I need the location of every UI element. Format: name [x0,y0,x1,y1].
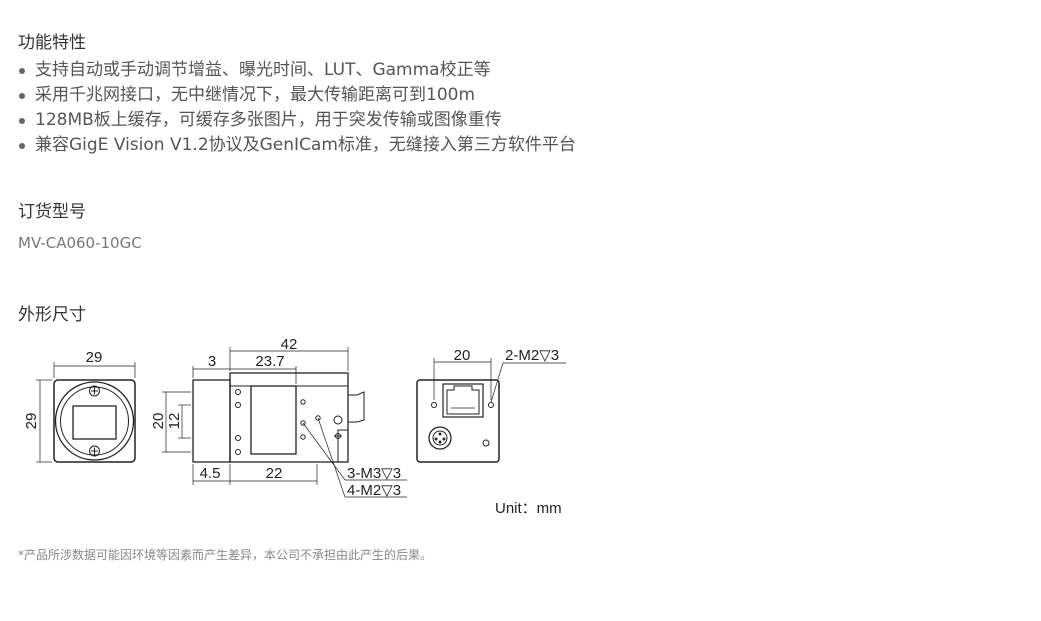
back-width-label: 20 [454,347,471,364]
footnote: *产品所涉数据可能因环境等因素而产生差异，本公司不承担由此产生的后果。 [18,548,433,562]
thread-label-2: 4-M2▽3 [347,482,401,499]
side-bottom-b-label: 22 [266,465,283,482]
thread-label-1: 3-M3▽3 [347,465,401,482]
front-height-label: 29 [23,413,40,430]
front-width-label: 29 [86,349,103,366]
side-total-label: 42 [281,336,298,353]
back-thread-label: 2-M2▽3 [505,347,559,364]
side-hole-v2-label: 12 [166,413,183,430]
list-item: 支持自动或手动调节增益、曝光时间、LUT、Gamma校正等 [18,58,576,83]
dimensions-heading: 外形尺寸 [18,305,86,325]
list-item: 采用千兆网接口，无中继情况下，最大传输距离可到100m [18,83,576,108]
back-view [416,358,566,463]
side-view [162,347,407,498]
order-heading: 订货型号 [18,202,86,222]
unit-label: Unit：mm [495,500,562,517]
list-item: 兼容GigE Vision V1.2协议及GenICam标准，无缝接入第三方软件… [18,133,576,158]
features-heading: 功能特性 [18,33,86,53]
side-front-len-label: 3 [208,353,216,370]
list-item: 128MB板上缓存，可缓存多张图片，用于突发传输或图像重传 [18,108,576,133]
model-number: MV-CA060-10GC [18,234,142,252]
side-bottom-a-label: 4.5 [200,465,221,482]
side-body-len-label: 23.7 [255,353,284,370]
feature-list: 支持自动或手动调节增益、曝光时间、LUT、Gamma校正等 采用千兆网接口，无中… [18,58,576,158]
dimension-drawing: 29 29 42 3 23.7 20 12 4.5 22 3-M3▽3 4-M2… [23,336,566,517]
side-hole-v1-label: 20 [150,413,167,430]
front-view [36,362,136,463]
